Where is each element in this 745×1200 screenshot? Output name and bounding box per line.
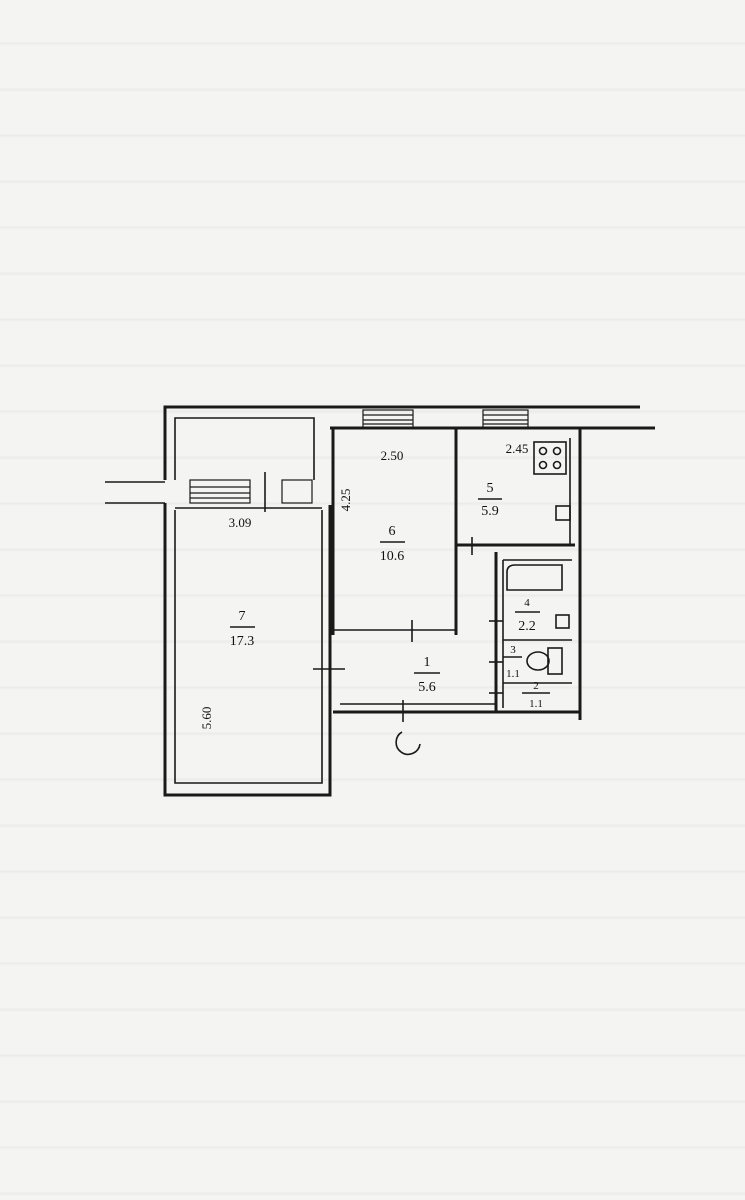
room-5-label: 5 5.9 bbox=[478, 481, 502, 519]
room-6 bbox=[331, 409, 458, 642]
room-3-number: 3 bbox=[510, 644, 516, 656]
washbasin-icon bbox=[555, 614, 570, 629]
room-2-area: 1.1 bbox=[529, 698, 543, 710]
balcony bbox=[105, 405, 640, 504]
stove-icon bbox=[533, 441, 567, 475]
room-1 bbox=[313, 668, 580, 722]
room-4-label: 4 2.2 bbox=[515, 597, 540, 634]
room-7-number: 7 bbox=[239, 609, 246, 624]
room-5 bbox=[456, 409, 582, 720]
room-5-area: 5.9 bbox=[481, 504, 499, 519]
room-1-label: 1 5.6 bbox=[414, 655, 440, 695]
room-5-width-dimension: 2.45 bbox=[506, 441, 529, 456]
room-7-label: 7 17.3 bbox=[230, 609, 255, 649]
room-2-number: 2 bbox=[533, 680, 539, 692]
room-3-area: 1.1 bbox=[506, 668, 520, 680]
room-6-number: 6 bbox=[389, 524, 396, 539]
room-4-area: 2.2 bbox=[518, 619, 536, 634]
room-6-area: 10.6 bbox=[380, 549, 405, 564]
room-7-area: 17.3 bbox=[230, 634, 255, 649]
window-room-7 bbox=[189, 472, 313, 512]
window-room-5 bbox=[482, 409, 529, 429]
window-room-6 bbox=[362, 409, 414, 429]
room-5-number: 5 bbox=[487, 481, 494, 496]
room-1-number: 1 bbox=[424, 655, 431, 670]
toilet-icon bbox=[526, 647, 563, 675]
bathroom-block bbox=[489, 552, 572, 712]
room-7-width-dimension: 3.09 bbox=[229, 515, 252, 530]
room-1-area: 5.6 bbox=[418, 680, 436, 695]
room-7-length-dimension: 5.60 bbox=[199, 707, 214, 730]
sink-icon bbox=[555, 505, 571, 521]
entrance-icon bbox=[395, 731, 421, 756]
room-7 bbox=[163, 472, 332, 797]
room-6-label: 6 10.6 bbox=[380, 524, 405, 564]
bathtub-icon bbox=[506, 564, 563, 591]
room-2-label: 2 1.1 bbox=[522, 680, 550, 710]
room-6-length-dimension: 4.25 bbox=[338, 489, 353, 512]
room-4-number: 4 bbox=[524, 597, 530, 609]
room-3-label: 3 1.1 bbox=[503, 644, 522, 680]
room-6-width-dimension: 2.50 bbox=[381, 448, 404, 463]
